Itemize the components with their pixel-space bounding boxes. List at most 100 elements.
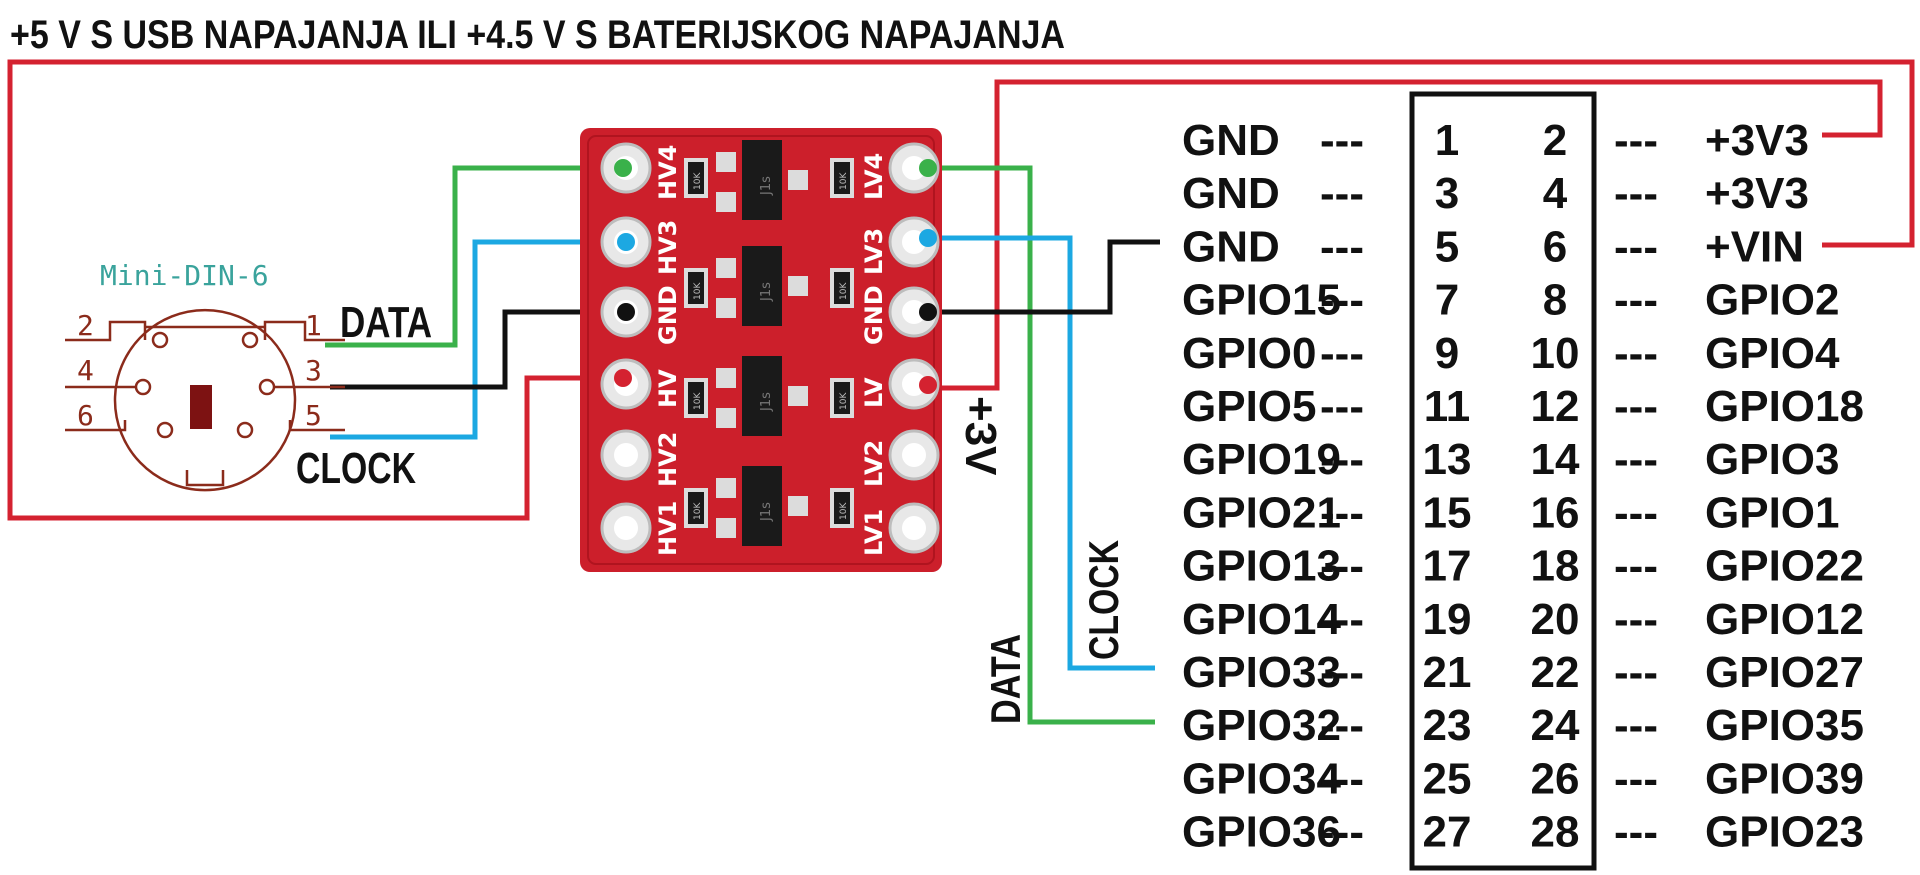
header-signal-left: GPIO14 — [1182, 595, 1341, 644]
din-pin-5: 5 — [305, 399, 322, 432]
header-separator-right: --- — [1614, 276, 1658, 325]
header-signal-right: GPIO12 — [1705, 595, 1864, 644]
plus-3v-label: +3V — [956, 396, 1005, 476]
header-pin-number: 20 — [1531, 595, 1580, 644]
mosfet-chip — [742, 140, 782, 220]
board-pad-hole — [614, 443, 638, 467]
solder-pad — [716, 258, 736, 278]
resistor-marking: 10K — [839, 282, 849, 300]
mosfet-chip — [742, 356, 782, 436]
resistor-marking: 10K — [693, 502, 703, 520]
mosfet-marking: J1s — [759, 176, 774, 196]
header-signal-right: GPIO39 — [1705, 754, 1864, 803]
label-gnd-hv: GND — [654, 285, 682, 345]
connector-pin-numbers: 2 1 4 3 6 5 — [77, 309, 322, 432]
clock-label-right: CLOCK — [1080, 540, 1127, 660]
wire-data-hv — [325, 165, 612, 348]
header-signal-left: GPIO5 — [1182, 382, 1317, 431]
header-separator-left: --- — [1320, 222, 1364, 271]
wire-data-lv — [932, 165, 1155, 725]
resistor — [830, 488, 854, 528]
header-signal-right: +VIN — [1705, 222, 1804, 271]
resistor — [684, 488, 708, 528]
header-pin-number: 4 — [1543, 169, 1568, 218]
header-separator-right: --- — [1614, 808, 1658, 857]
solder-pad — [716, 152, 736, 172]
wire-clock-hv — [330, 239, 612, 440]
label-lv: LV — [860, 377, 888, 408]
header-separator-left: --- — [1320, 488, 1364, 537]
header-pin-number: 13 — [1423, 435, 1472, 484]
header-signal-right: +3V3 — [1705, 169, 1809, 218]
header-separator-right: --- — [1614, 382, 1658, 431]
label-lv4: LV4 — [860, 153, 888, 200]
header-separator-right: --- — [1614, 542, 1658, 591]
header-signal-left: GPIO13 — [1182, 542, 1341, 591]
board-pad-hole — [902, 443, 926, 467]
header-signal-right: GPIO3 — [1705, 435, 1840, 484]
connector-name: Mini-DIN-6 — [100, 259, 269, 292]
header-signal-left: GND — [1182, 222, 1280, 271]
board-lv-labels: LV4 LV3 GND LV LV2 LV1 — [860, 153, 888, 556]
diagram-title: +5 V S USB NAPAJANJA ILI +4.5 V S BATERI… — [10, 13, 1065, 57]
resistor — [830, 158, 854, 198]
header-pin-number: 16 — [1531, 488, 1580, 537]
header-separator-left: --- — [1320, 595, 1364, 644]
header-signal-right: GPIO1 — [1705, 488, 1840, 537]
resistor-marking: 10K — [693, 392, 703, 410]
header-signal-left: GPIO21 — [1182, 488, 1341, 537]
header-pin-number: 9 — [1435, 329, 1459, 378]
header-signal-left: GPIO15 — [1182, 276, 1341, 325]
header-signal-right: GPIO2 — [1705, 276, 1840, 325]
wire-5v-power — [7, 59, 1915, 390]
label-gnd-lv: GND — [860, 285, 888, 345]
board-pad-hole — [614, 516, 638, 540]
label-hv4: HV4 — [654, 145, 682, 200]
header-pin-number: 6 — [1543, 222, 1567, 271]
mini-din-6-connector: Mini-DIN-6 — [65, 259, 345, 492]
solder-pad — [788, 170, 808, 190]
din-pin-3: 3 — [305, 354, 322, 387]
header-separator-right: --- — [1614, 222, 1658, 271]
dot-gnd-lv — [919, 303, 937, 321]
header-separator-left: --- — [1320, 754, 1364, 803]
header-separator-left: --- — [1320, 276, 1364, 325]
header-signal-right: GPIO18 — [1705, 382, 1864, 431]
header-signal-left: GND — [1182, 169, 1280, 218]
solder-pad — [788, 386, 808, 406]
resistor — [684, 268, 708, 308]
label-hv3: HV3 — [654, 220, 682, 275]
header-signal-right: GPIO4 — [1705, 329, 1840, 378]
header-pin-number: 12 — [1531, 382, 1580, 431]
solder-pad — [716, 408, 736, 428]
header-pin-number: 8 — [1543, 276, 1567, 325]
dot-hv4 — [614, 159, 632, 177]
resistor-marking: 10K — [839, 392, 849, 410]
resistor-marking: 10K — [693, 282, 703, 300]
header-pin-number: 17 — [1423, 542, 1472, 591]
din-pin-4: 4 — [77, 354, 94, 387]
dot-lv3 — [919, 229, 937, 247]
mosfet-chip — [742, 246, 782, 326]
header-pin-number: 7 — [1435, 276, 1459, 325]
header-signal-right: GPIO23 — [1705, 808, 1864, 857]
resistor — [830, 268, 854, 308]
label-lv2: LV2 — [860, 440, 888, 487]
header-separator-left: --- — [1320, 382, 1364, 431]
dot-hv — [614, 369, 632, 387]
resistor — [684, 158, 708, 198]
header-pin-number: 1 — [1435, 116, 1459, 165]
label-lv3: LV3 — [860, 228, 888, 275]
header-signal-right: GPIO27 — [1705, 648, 1864, 697]
header-signal-right: +3V3 — [1705, 116, 1809, 165]
header-separator-left: --- — [1320, 435, 1364, 484]
header-separator-right: --- — [1614, 595, 1658, 644]
